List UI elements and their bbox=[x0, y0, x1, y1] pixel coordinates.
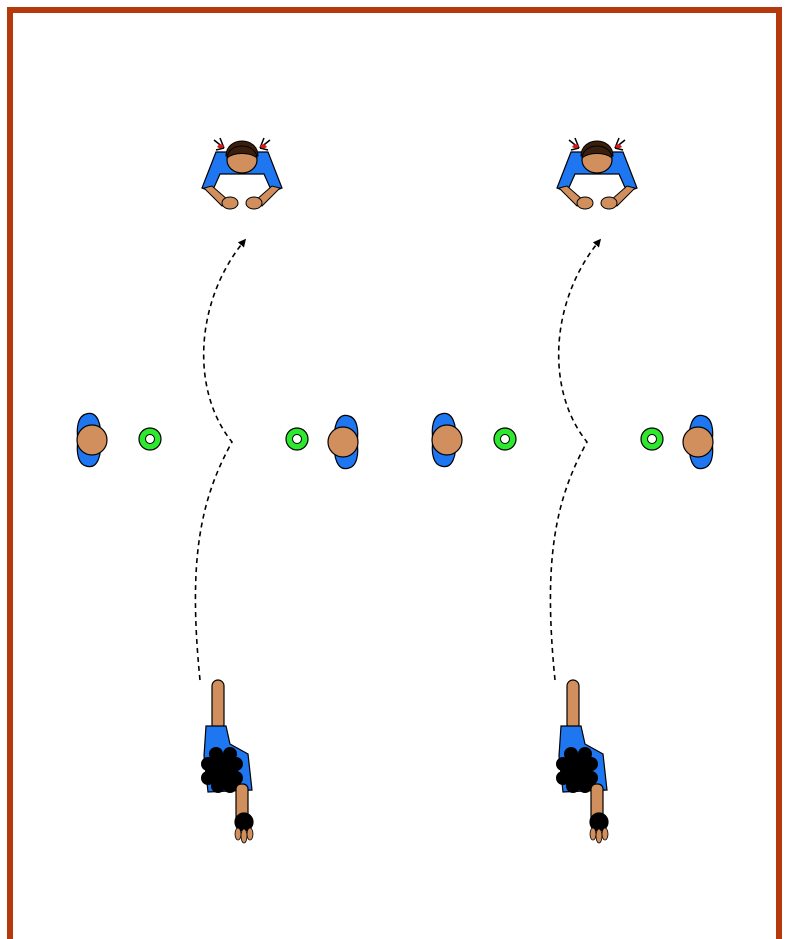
defender-icon bbox=[327, 414, 359, 470]
defender-icon bbox=[682, 414, 714, 470]
court-boundary bbox=[7, 7, 782, 939]
cone-icon bbox=[285, 427, 309, 451]
thrower-with-ball-icon bbox=[555, 679, 609, 844]
cone-icon bbox=[493, 427, 517, 451]
pass-arrow-icon bbox=[549, 238, 602, 681]
thrower-with-ball-icon bbox=[200, 679, 254, 844]
cone-icon bbox=[138, 427, 162, 451]
pass-arrow-icon bbox=[194, 238, 247, 681]
cone-icon bbox=[640, 427, 664, 451]
defender-icon bbox=[76, 412, 108, 468]
defender-icon bbox=[431, 412, 463, 468]
receiver-girl-icon bbox=[556, 137, 638, 210]
receiver-girl-icon bbox=[201, 137, 283, 210]
